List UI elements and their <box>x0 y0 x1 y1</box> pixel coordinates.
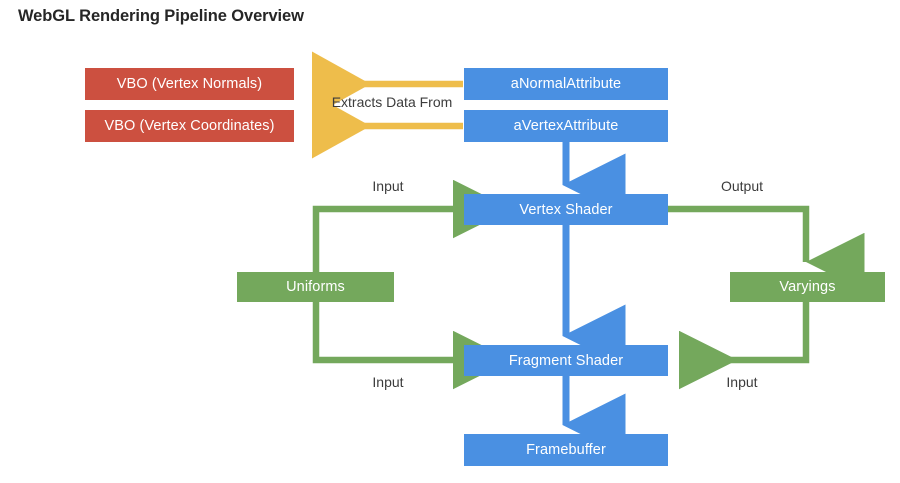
node-fragment-shader[interactable]: Fragment Shader <box>464 345 668 376</box>
node-uniforms[interactable]: Uniforms <box>237 272 394 302</box>
node-label: Uniforms <box>286 279 345 295</box>
node-anormalattribute[interactable]: aNormalAttribute <box>464 68 668 100</box>
page-title: WebGL Rendering Pipeline Overview <box>18 7 304 25</box>
edge-label-uniforms-to-fragment-shader-input: Input <box>372 374 404 390</box>
node-label: Vertex Shader <box>519 201 613 218</box>
node-label: VBO (Vertex Normals) <box>116 76 263 92</box>
node-vertex-shader[interactable]: Vertex Shader <box>464 194 668 225</box>
edge-uniforms-to-fragment-shader <box>312 302 512 390</box>
edge-label-uniforms-to-vertex-shader-input: Input <box>372 178 404 194</box>
node-vbo-vertex-normals[interactable]: VBO (Vertex Normals) <box>85 68 294 100</box>
node-framebuffer[interactable]: Framebuffer <box>464 434 668 466</box>
node-label: Fragment Shader <box>508 352 624 369</box>
edge-varyings-to-fragment-shader <box>679 302 810 390</box>
edge-label-extracts-data-from: Extracts Data From <box>331 94 453 110</box>
edge-uniforms-to-vertex-shader <box>312 179 512 272</box>
node-label: aVertexAttribute <box>513 118 619 134</box>
node-label: Framebuffer <box>526 442 606 458</box>
edge-label-vertex-shader-output: Output <box>720 178 764 194</box>
node-varyings[interactable]: Varyings <box>730 272 885 302</box>
node-label: aNormalAttribute <box>510 76 622 92</box>
node-label: VBO (Vertex Coordinates) <box>104 118 275 134</box>
node-vbo-vertex-coordinates[interactable]: VBO (Vertex Coordinates) <box>85 110 294 142</box>
edge-vertex-shader-to-varyings <box>668 205 865 292</box>
edge-label-varyings-to-fragment-shader-input: Input <box>726 374 758 390</box>
node-label: Varyings <box>779 279 836 295</box>
node-avertexattribute[interactable]: aVertexAttribute <box>464 110 668 142</box>
